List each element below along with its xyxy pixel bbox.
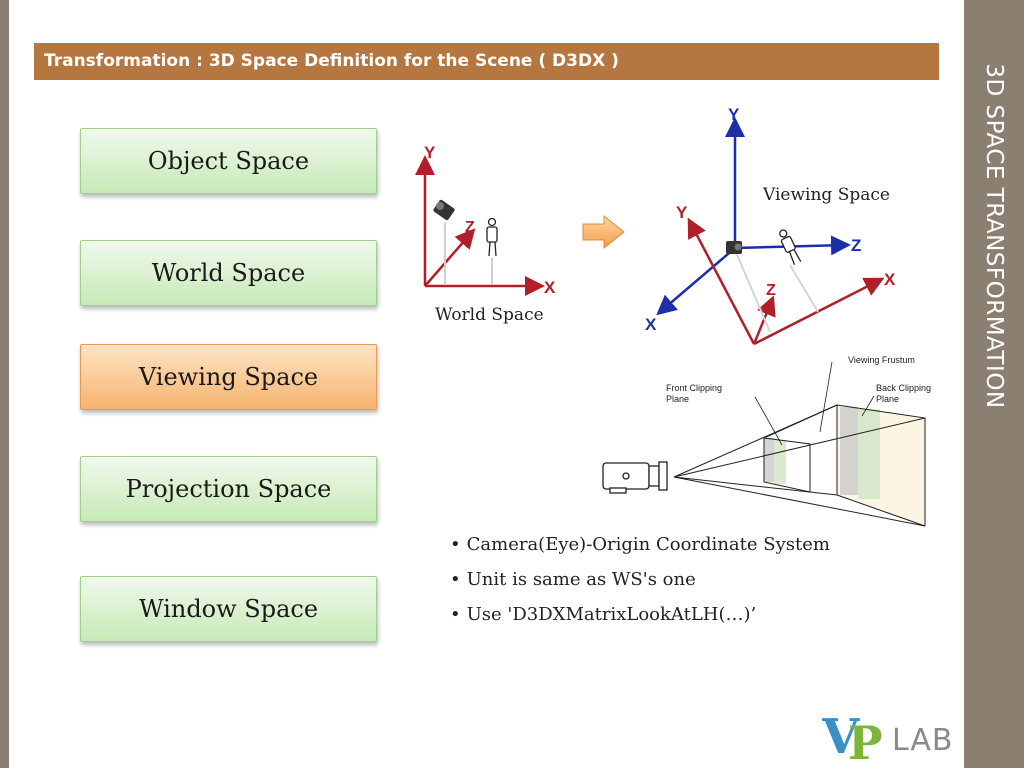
viewing-frustum-label: Viewing Frustum — [848, 355, 915, 365]
svg-text:V: V — [822, 709, 860, 763]
world-z-label: Z — [465, 219, 475, 236]
bullet-item: Use 'D3DXMatrixLookAtLH(…)’ — [450, 603, 830, 627]
object-space-label: Object Space — [147, 147, 310, 175]
front-clipping-plane-label: Plane — [666, 394, 689, 404]
viewing-space-box[interactable]: Viewing Space — [80, 344, 377, 410]
world-z-axis — [424, 228, 476, 287]
transform-arrow-icon — [582, 214, 625, 250]
world-x-label: X — [544, 278, 556, 297]
right-sidebar-bar — [964, 0, 1024, 768]
view-world-y-label: Y — [676, 203, 688, 222]
world-space-label: World Space — [151, 259, 306, 287]
world-y-label: Y — [424, 143, 436, 162]
view-person-icon — [779, 229, 802, 265]
view-y-label: Y — [728, 105, 740, 124]
header-banner: Transformation : 3D Space Definition for… — [34, 43, 939, 80]
view-person-drop — [789, 264, 819, 313]
view-world-y-axis — [687, 217, 756, 345]
viewing-space-caption: Viewing Space — [762, 185, 890, 205]
bullet-item: Unit is same as WS's one — [450, 568, 830, 592]
view-x-axis — [656, 247, 736, 316]
logo-lab-text: LAB — [892, 723, 954, 758]
front-clipping-label: Front Clipping — [666, 383, 722, 393]
projection-space-label: Projection Space — [125, 475, 332, 503]
bullet-item: Camera(Eye)-Origin Coordinate System — [450, 533, 830, 557]
vp-logo-icon: V P — [822, 709, 883, 763]
world-space-caption: World Space — [435, 305, 544, 325]
view-world-z-axis — [752, 295, 776, 345]
back-clipping-label: Back Clipping — [876, 383, 931, 393]
person-icon — [486, 217, 498, 257]
view-x-label: X — [645, 315, 657, 334]
viewing-space-diagram: Y Z X Y Z X Viewing Space — [645, 105, 896, 346]
video-camera-icon — [602, 461, 668, 494]
camera-icon — [433, 199, 455, 221]
left-border-bar — [0, 0, 9, 768]
view-world-z-label: Z — [766, 282, 776, 299]
view-z-label: Z — [851, 236, 861, 255]
header-title: Transformation : 3D Space Definition for… — [44, 51, 619, 71]
view-camera-drop — [734, 249, 771, 333]
window-space-label: Window Space — [138, 595, 319, 623]
vp-lab-logo: V P LAB — [822, 703, 962, 763]
projection-space-box[interactable]: Projection Space — [80, 456, 377, 522]
object-space-box[interactable]: Object Space — [80, 128, 377, 194]
back-clipping-plane-label: Plane — [876, 394, 899, 404]
frustum-diagram: Viewing Frustum Front Clipping Plane Bac… — [602, 355, 931, 527]
window-space-box[interactable]: Window Space — [80, 576, 377, 642]
viewing-space-label: Viewing Space — [138, 363, 319, 391]
view-camera-icon — [726, 241, 742, 254]
svg-text:P: P — [848, 716, 883, 763]
bullet-list: Camera(Eye)-Origin Coordinate System Uni… — [450, 533, 830, 638]
world-space-diagram: Y X Z World Space — [415, 143, 556, 325]
world-space-box[interactable]: World Space — [80, 240, 377, 306]
view-world-x-label: X — [884, 270, 896, 289]
